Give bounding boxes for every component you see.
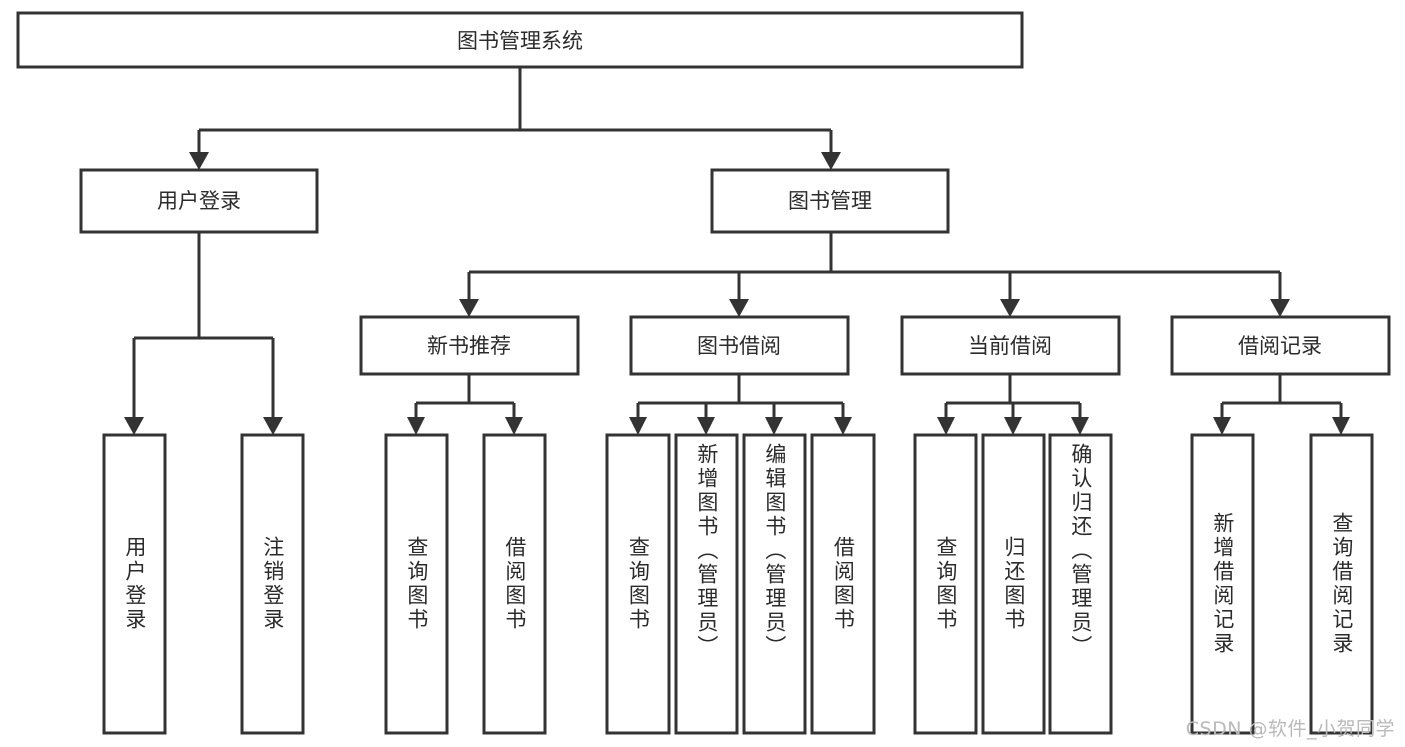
arrowhead-icon [1213, 417, 1231, 435]
node-book-borrow[interactable]: 图书借阅 [629, 315, 850, 376]
arrowhead-icon [459, 299, 479, 317]
node-label: 用户登录 [157, 189, 241, 213]
node-label: 图书管理 [788, 189, 872, 213]
node-box [1170, 315, 1391, 376]
arrowhead-icon [407, 417, 425, 435]
arrowhead-icon [834, 417, 852, 435]
leaf-box-borrow-book[interactable] [810, 433, 876, 735]
node-label: 借阅记录 [1238, 334, 1322, 358]
leaf-box-query-book-recommend[interactable] [384, 433, 449, 735]
node-borrow-record[interactable]: 借阅记录 [1170, 315, 1391, 376]
leaf-boxes [102, 433, 1374, 735]
node-current-borrow[interactable]: 当前借阅 [900, 315, 1121, 376]
node-box [710, 168, 950, 234]
arrowhead-icon [629, 417, 647, 435]
node-label: 图书管理系统 [457, 29, 583, 53]
node-book-management[interactable]: 图书管理 [710, 168, 950, 234]
arrowhead-icon [1270, 299, 1290, 317]
arrowhead-icon [765, 417, 783, 435]
node-new-book-recommend[interactable]: 新书推荐 [359, 315, 580, 376]
leaf-box-query-borrow-record[interactable] [1309, 433, 1374, 735]
arrowhead-icon [937, 417, 955, 435]
arrowhead-icon [263, 417, 283, 435]
leaf-box-edit-book-admin[interactable] [742, 433, 807, 735]
arrowhead-icon [729, 299, 749, 317]
leaf-box-add-borrow-record[interactable] [1190, 433, 1255, 735]
node-label: 图书借阅 [697, 334, 781, 358]
node-box [359, 315, 580, 376]
connectors [132, 67, 1343, 417]
node-label: 新书推荐 [427, 334, 511, 358]
leaf-box-user-login[interactable] [102, 433, 167, 735]
node-user-login[interactable]: 用户登录 [79, 168, 319, 234]
arrowheads [124, 152, 1350, 435]
node-box [16, 11, 1024, 69]
node-root-system[interactable]: 图书管理系统 [16, 11, 1024, 69]
arrowhead-icon [124, 417, 144, 435]
arrowhead-icon [189, 152, 209, 170]
arrowhead-icon [821, 152, 841, 170]
csdn-watermark: CSDN @软件_小贺同学 [1185, 718, 1395, 740]
leaf-box-confirm-return-admin[interactable] [1048, 433, 1113, 735]
node-box [629, 315, 850, 376]
node-box [900, 315, 1121, 376]
leaf-box-query-book-borrow[interactable] [605, 433, 671, 735]
arrowhead-icon [1000, 299, 1020, 317]
leaf-box-borrow-book-recommend[interactable] [482, 433, 547, 735]
leaf-box-return-book[interactable] [981, 433, 1046, 735]
leaf-box-logout[interactable] [240, 433, 305, 735]
arrowhead-icon [697, 417, 715, 435]
arrowhead-icon [1332, 417, 1350, 435]
node-label: 当前借阅 [968, 334, 1052, 358]
node-box [79, 168, 319, 234]
arrowhead-icon [1004, 417, 1022, 435]
arrowhead-icon [505, 417, 523, 435]
leaf-box-add-book-admin[interactable] [674, 433, 739, 735]
arrowhead-icon [1071, 417, 1089, 435]
leaf-box-query-book-current[interactable] [913, 433, 978, 735]
